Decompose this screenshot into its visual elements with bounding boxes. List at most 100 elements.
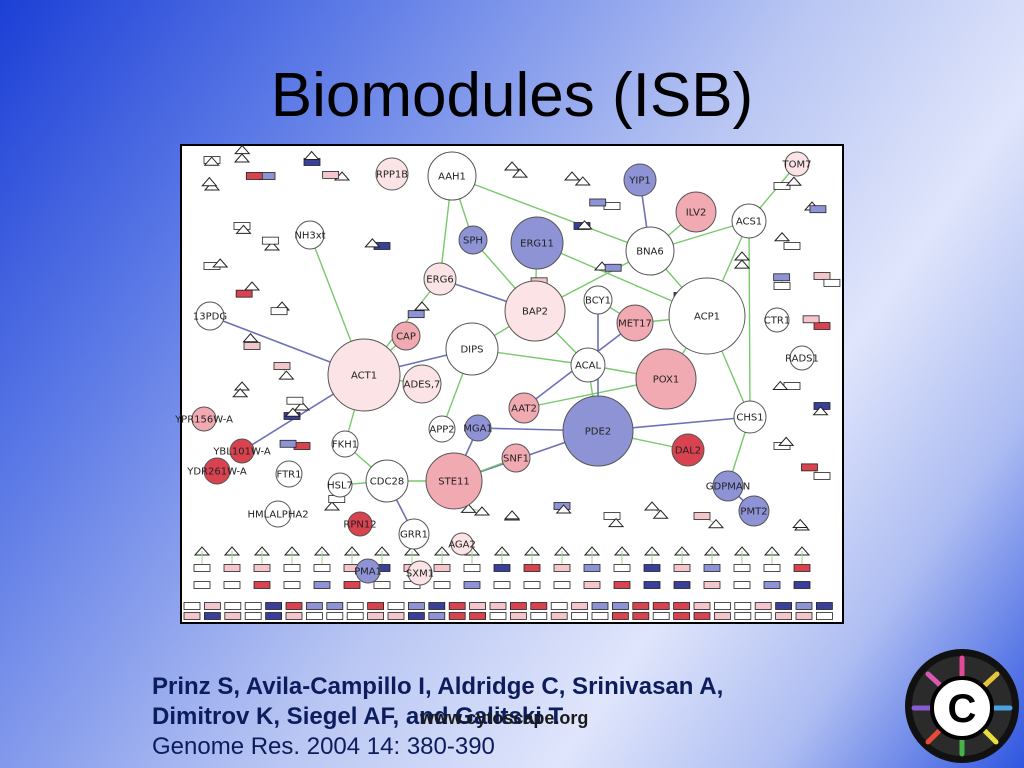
website-url[interactable]: www.cytoscape.org bbox=[420, 708, 589, 728]
node-label: RPN12 bbox=[343, 520, 376, 531]
small-node-rect-189 bbox=[265, 612, 282, 620]
node-snf1: SNF1 bbox=[501, 443, 531, 473]
node-circle bbox=[327, 472, 353, 498]
small-node-rect-85 bbox=[279, 439, 297, 448]
node-circle bbox=[275, 460, 303, 488]
node-label: ACAL bbox=[575, 361, 601, 372]
small-nodes-layer bbox=[183, 144, 841, 620]
node-aat2: AAT2 bbox=[508, 392, 540, 424]
edge-acs1-chs1 bbox=[748, 220, 751, 418]
small-node-rect-130 bbox=[583, 564, 601, 572]
node-label: DAL2 bbox=[675, 446, 701, 457]
node-label: SPH bbox=[463, 236, 483, 247]
small-node-rect-140 bbox=[673, 581, 691, 589]
small-node-rect-171 bbox=[550, 602, 568, 610]
node-label: CHS1 bbox=[736, 413, 763, 424]
small-node-rect-45 bbox=[809, 205, 827, 214]
node-circle bbox=[445, 322, 499, 376]
node-circle bbox=[733, 400, 767, 434]
node-circle bbox=[508, 392, 540, 424]
node-label: DIPS bbox=[460, 345, 483, 356]
small-node-rect-175 bbox=[632, 602, 650, 610]
node-label: HSL7 bbox=[327, 481, 353, 492]
node-label: MGA1 bbox=[463, 424, 493, 435]
node-label: BCY1 bbox=[585, 296, 611, 307]
node-circle bbox=[428, 415, 456, 443]
slide-title: Biomodules (ISB) bbox=[270, 61, 754, 130]
node-circle bbox=[327, 338, 401, 412]
small-node-triangle-2 bbox=[233, 153, 251, 163]
node-circle bbox=[570, 347, 606, 383]
small-node-rect-164 bbox=[407, 602, 425, 610]
small-node-rect-181 bbox=[754, 602, 772, 610]
small-node-rect-190 bbox=[285, 612, 303, 620]
node-circle bbox=[562, 395, 634, 467]
citation-journal: Genome Res. 2004 14: 380-390 bbox=[152, 733, 495, 760]
small-node-triangle-71 bbox=[652, 509, 669, 519]
node-gdpman: GDPMAN bbox=[706, 470, 750, 502]
small-node-rect-198 bbox=[448, 612, 466, 620]
small-node-rect-155 bbox=[224, 602, 242, 610]
node-label: YIP1 bbox=[628, 176, 650, 187]
node-circle bbox=[398, 518, 430, 550]
small-node-rect-60 bbox=[813, 472, 831, 480]
small-node-triangle-1 bbox=[203, 156, 220, 166]
small-node-rect-192 bbox=[326, 612, 344, 620]
node-circle bbox=[625, 226, 675, 276]
small-node-rect-154 bbox=[203, 602, 221, 610]
node-circle bbox=[623, 163, 657, 197]
node-circle bbox=[712, 470, 744, 502]
node-erg11: ERG11 bbox=[510, 216, 564, 270]
small-node-rect-205 bbox=[591, 612, 609, 620]
small-node-rect-185 bbox=[183, 612, 201, 620]
small-node-rect-50 bbox=[773, 282, 791, 290]
small-node-rect-216 bbox=[816, 612, 833, 620]
node-circle bbox=[355, 558, 381, 584]
node-label: CAP bbox=[396, 332, 416, 343]
small-node-rect-139 bbox=[673, 564, 691, 572]
node-circle bbox=[402, 364, 442, 404]
node-circle bbox=[365, 459, 409, 503]
small-node-rect-143 bbox=[703, 581, 721, 589]
small-node-rect-158 bbox=[285, 602, 303, 610]
small-node-rect-134 bbox=[613, 581, 631, 589]
node-circle bbox=[203, 457, 231, 485]
small-node-rect-46 bbox=[783, 242, 801, 250]
node-bna6: BNA6 bbox=[625, 226, 675, 276]
small-node-triangle-13 bbox=[235, 224, 252, 234]
small-node-triangle-66 bbox=[733, 251, 751, 261]
small-node-rect-61 bbox=[801, 463, 818, 472]
node-label: MET17 bbox=[618, 319, 652, 330]
node-circle bbox=[789, 345, 815, 371]
node-label: ERG11 bbox=[520, 239, 554, 250]
small-node-triangle-70 bbox=[643, 501, 661, 511]
small-node-rect-48 bbox=[813, 272, 831, 280]
small-node-triangle-86 bbox=[413, 301, 431, 311]
small-node-rect-103 bbox=[313, 564, 331, 572]
node-label: AAH1 bbox=[438, 172, 466, 183]
node-tom7: TOM7 bbox=[782, 151, 811, 177]
small-node-rect-51 bbox=[773, 273, 791, 282]
node-label: YPR156W-A bbox=[174, 415, 233, 426]
small-node-rect-174 bbox=[611, 602, 629, 610]
small-node-triangle-30 bbox=[503, 161, 521, 171]
node-13pdg: 13PDG bbox=[193, 301, 227, 331]
node-label: ERG6 bbox=[426, 275, 453, 286]
node-pox1: POX1 bbox=[635, 348, 697, 410]
small-node-rect-146 bbox=[733, 581, 751, 589]
node-grr1: GRR1 bbox=[398, 518, 430, 550]
node-fkh1: FKH1 bbox=[331, 430, 359, 458]
small-node-triangle-77 bbox=[503, 510, 521, 520]
node-label: PMA1 bbox=[354, 567, 382, 578]
small-node-rect-160 bbox=[326, 602, 344, 610]
node-label: RPP1B bbox=[376, 170, 408, 181]
small-node-triangle-67 bbox=[733, 259, 751, 269]
small-node-rect-52 bbox=[813, 322, 831, 330]
small-node-rect-206 bbox=[611, 612, 629, 620]
node-dips: DIPS bbox=[445, 322, 499, 376]
node-label: CTR1 bbox=[764, 316, 790, 327]
small-node-rect-29 bbox=[286, 396, 304, 405]
small-node-triangle-28 bbox=[293, 401, 311, 411]
